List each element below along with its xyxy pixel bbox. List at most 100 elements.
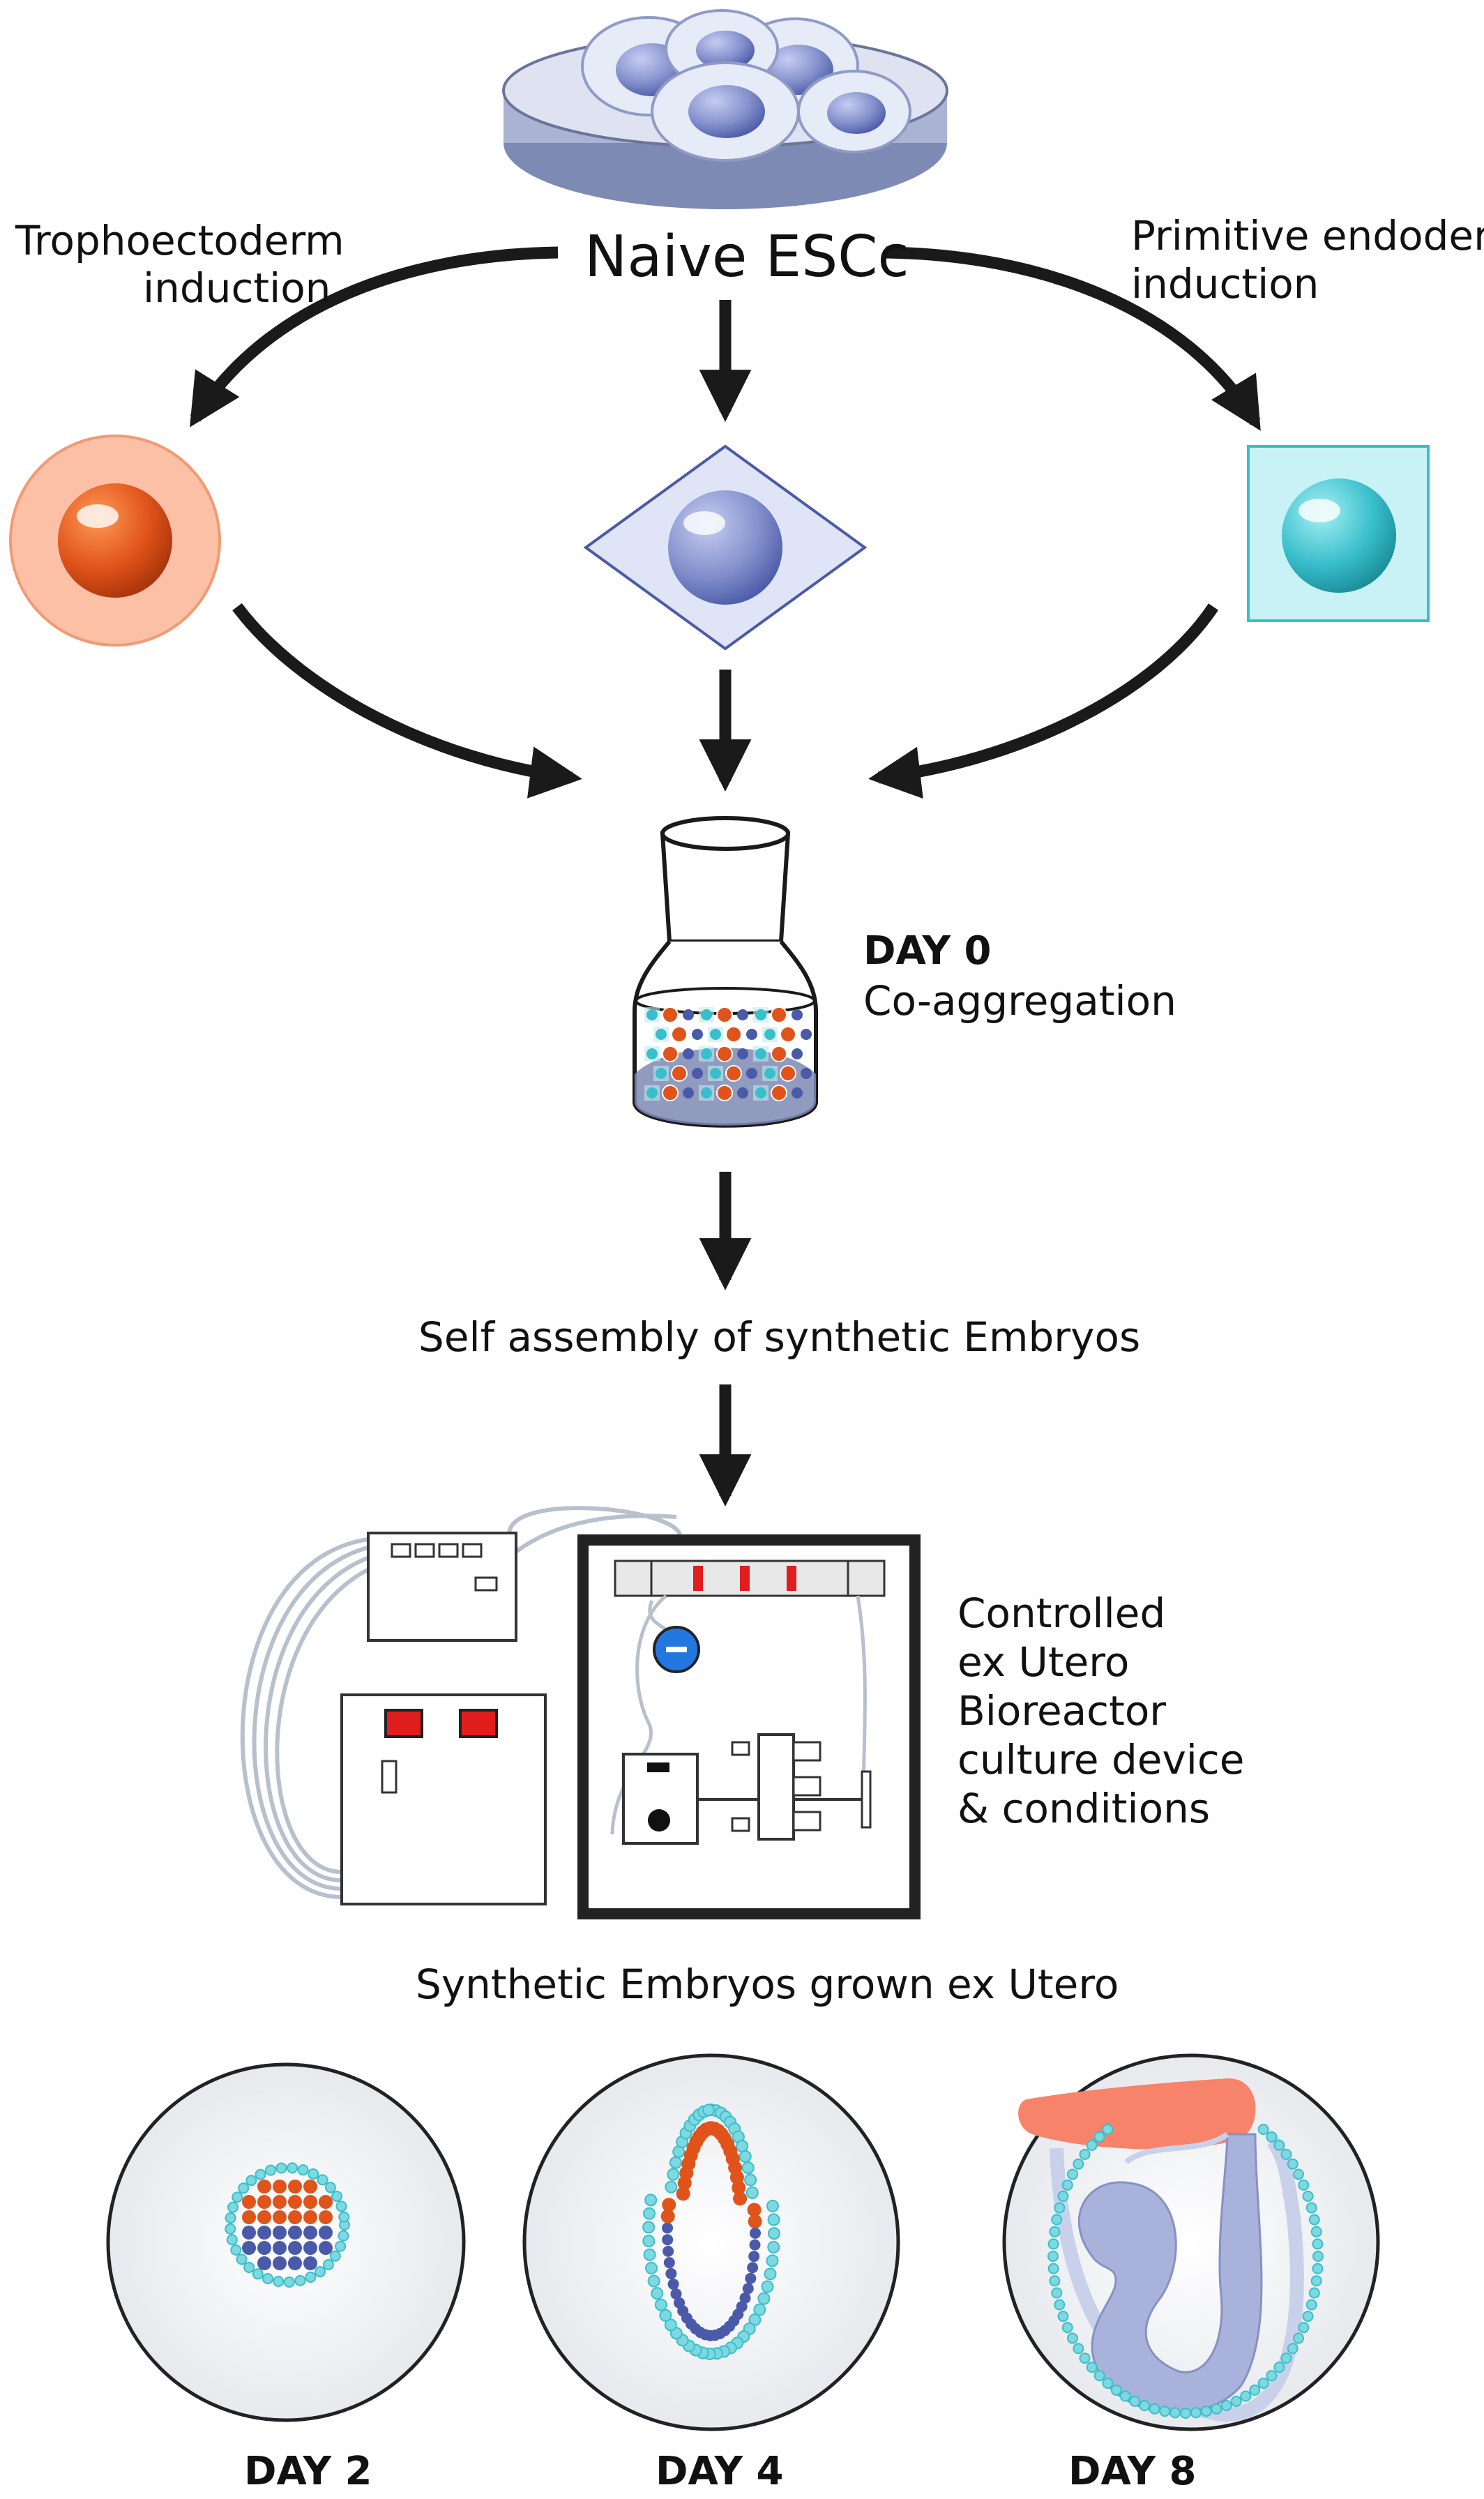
epiblast-cell	[737, 1009, 748, 1020]
endoderm-cell	[656, 1029, 667, 1040]
trophoblast-cell	[732, 2180, 746, 2195]
endoderm-label-line1: Primitive endoderm	[1131, 212, 1484, 259]
endoderm-cell	[755, 1009, 766, 1020]
endoderm-cell	[1266, 2131, 1278, 2143]
trophoblast-cell	[702, 2121, 717, 2136]
endoderm-cell	[275, 2162, 287, 2174]
epiblast-cell	[748, 2251, 760, 2263]
endoderm-cell	[1047, 2238, 1059, 2250]
epiblast-cell	[303, 2256, 317, 2270]
stage-disc-day2	[106, 2062, 466, 2422]
endoderm-cell	[1308, 2214, 1320, 2226]
epiblast-cell	[662, 2234, 674, 2246]
endoderm-cell	[1230, 2395, 1242, 2407]
trophoblast-cell	[660, 2209, 675, 2224]
epiblast-cell	[683, 1009, 694, 1020]
endoderm-cell	[335, 2240, 347, 2252]
endoderm-cell	[710, 1068, 721, 1079]
endoderm-cell	[1266, 2370, 1278, 2382]
endoderm-cell	[646, 1048, 658, 1059]
endoderm-cell	[1079, 2353, 1091, 2364]
endoderm-cell	[1257, 2123, 1269, 2135]
endoderm-cell	[764, 2267, 777, 2281]
trophoblast-cell	[288, 2180, 302, 2194]
endoderm-cell	[710, 1029, 721, 1040]
endoderm-cell	[647, 2274, 660, 2288]
endoderm-cell	[1086, 2362, 1098, 2373]
endoderm-cell	[1119, 2390, 1131, 2402]
day0-subtitle: Co-aggregation	[863, 977, 1176, 1025]
endoderm-cell	[646, 1009, 658, 1020]
endoderm-cell	[1200, 2406, 1212, 2417]
epiblast-cell	[792, 1009, 803, 1020]
endoderm-cell	[1129, 2395, 1141, 2407]
endoderm-cell	[1180, 2408, 1191, 2419]
endoderm-cell	[646, 1087, 658, 1098]
epiblast-cell	[583, 444, 868, 651]
trophoblast-cell	[716, 1085, 733, 1101]
endoderm-cell	[317, 2174, 328, 2186]
epiblast-cell	[303, 2226, 317, 2240]
endoderm-cell	[1273, 2139, 1285, 2151]
endoderm-cell	[1310, 2275, 1322, 2287]
endoderm-cell	[1287, 2343, 1298, 2355]
control-box	[367, 1532, 517, 1642]
trophoblast-cell	[671, 1065, 688, 1082]
epiblast-cell	[242, 2226, 256, 2240]
epiblast-cell	[665, 2267, 677, 2279]
endoderm-cell	[1139, 2399, 1151, 2411]
endoderm-cell	[294, 2274, 306, 2286]
endoderm-cell	[329, 2250, 341, 2262]
stage-day8-label: DAY 8	[1068, 2449, 1197, 2494]
endoderm-cell	[764, 1029, 775, 1040]
endoderm-cell	[324, 2182, 336, 2194]
epiblast-cell	[746, 1029, 757, 1040]
endoderm-cell	[335, 2200, 347, 2212]
endoderm-cell	[755, 1048, 766, 1059]
day0-title: DAY 0	[863, 928, 992, 974]
endoderm-cell	[287, 2162, 298, 2174]
endoderm-cell	[236, 2253, 248, 2265]
stage-disc-day4	[522, 2053, 900, 2431]
endoderm-cell	[338, 2211, 350, 2223]
endoderm-cell	[755, 1087, 766, 1098]
epiblast-cell	[670, 2288, 682, 2300]
epiblast-cell	[663, 2257, 675, 2269]
epiblast-cell	[273, 2256, 287, 2270]
epiblast-cell	[288, 2226, 302, 2240]
endoderm-cell	[766, 2254, 779, 2267]
endoderm-cell	[644, 2194, 658, 2207]
bioreactor-line1: Controlled	[957, 1590, 1166, 1637]
tubing	[240, 1506, 682, 1899]
trophoectoderm-cell	[9, 435, 221, 647]
endoderm-cell	[642, 2221, 656, 2234]
endoderm-cell	[669, 2156, 682, 2169]
endoderm-cell	[764, 1068, 775, 1079]
endoderm-cell	[645, 2261, 658, 2274]
endoderm-cell	[1249, 2384, 1261, 2396]
bioreactor-line2: ex Utero	[957, 1638, 1130, 1686]
endoderm-cell	[701, 1087, 712, 1098]
esc-cell	[797, 70, 911, 153]
endoderm-cell	[642, 2235, 656, 2248]
trophoblast-cell	[303, 2195, 317, 2209]
endoderm-cell	[1093, 2370, 1105, 2382]
endoderm-cell	[1086, 2139, 1098, 2151]
endoderm-cell	[753, 2303, 766, 2316]
endoderm-cell	[1093, 2131, 1105, 2143]
endoderm-cell	[766, 2199, 779, 2212]
endoderm-cell	[745, 2186, 759, 2199]
endoderm-cell	[245, 2175, 257, 2187]
endoderm-cell	[1293, 2332, 1305, 2344]
bioreactor-line4: culture device	[957, 1736, 1245, 1783]
epiblast-cell	[683, 1087, 694, 1098]
epiblast-cell	[662, 2245, 674, 2257]
endoderm-cell	[225, 2223, 236, 2235]
arrow-endoderm-to-aggregate	[868, 603, 1219, 799]
trophoblast-cell	[771, 1045, 787, 1062]
endoderm-cell	[665, 2180, 678, 2194]
endoderm-cell	[226, 2234, 238, 2246]
endoderm-cell	[1305, 2299, 1317, 2311]
epiblast-cell	[739, 2292, 751, 2304]
